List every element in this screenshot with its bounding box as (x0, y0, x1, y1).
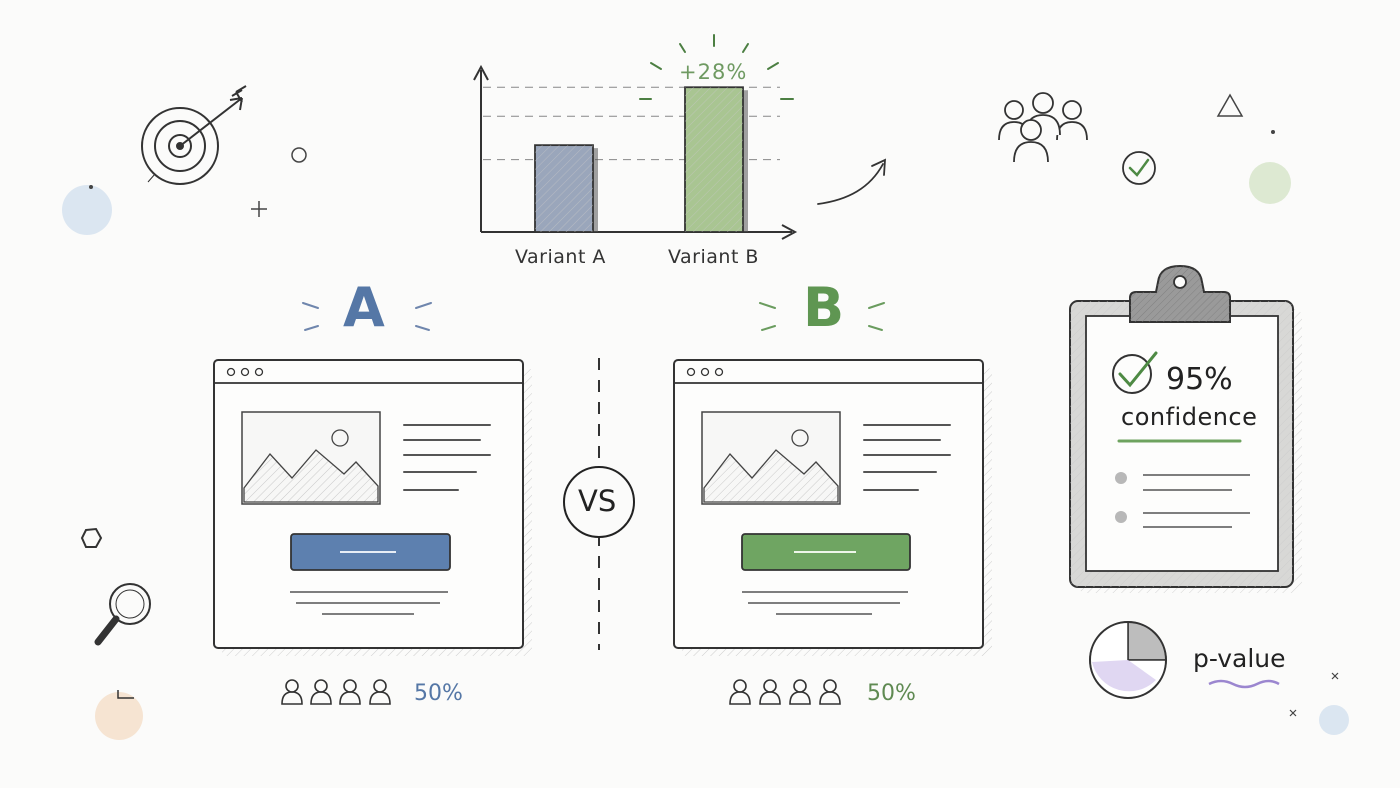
chart-category-label-a: Variant A (515, 246, 606, 268)
vs-label: VS (578, 484, 617, 518)
decor-cross (1289, 672, 1339, 717)
decor-bracket (117, 690, 134, 699)
clipboard-icon (1069, 264, 1302, 593)
target-icon (141, 85, 247, 185)
variant-a-traffic-split: 50% (414, 681, 463, 706)
decor-blob-blue-small (1319, 705, 1349, 735)
magnifier-icon (94, 583, 151, 646)
decor-dot (1271, 130, 1275, 134)
vs-badge (563, 466, 635, 538)
variant-b-emphasis-marks (759, 302, 885, 331)
variant-b-letter: B (803, 276, 845, 339)
decor-blob-peach (95, 692, 143, 740)
decor-blob-green (1249, 162, 1291, 204)
user-icon (819, 679, 841, 705)
decor-dot (89, 185, 93, 189)
image-placeholder-icon (701, 411, 841, 505)
p-value-pie-chart (1089, 621, 1280, 699)
window-controls (226, 367, 264, 377)
footer-lines (290, 591, 448, 615)
pie-slice-highlight (1092, 660, 1156, 692)
uplift-burst (639, 34, 794, 100)
user-icon (759, 679, 781, 705)
triangle-icon (1216, 93, 1244, 117)
chart-category-label-b: Variant B (668, 246, 759, 268)
user-icon (789, 679, 811, 705)
decor-hexagon (80, 527, 103, 548)
user-icon (281, 679, 303, 705)
confidence-value: 95% (1166, 362, 1233, 397)
check-icon (1122, 151, 1156, 185)
variant-b-page-mockup (673, 359, 992, 656)
variant-a-emphasis-marks (302, 302, 432, 331)
decor-blob-blue (62, 185, 112, 235)
variant-b-traffic-split: 50% (867, 681, 916, 706)
confidence-label: confidence (1121, 403, 1258, 431)
clipboard-paper (1085, 315, 1279, 572)
trend-arrow-icon (817, 158, 886, 205)
uplift-label: +28% (679, 60, 748, 84)
p-value-underline (1208, 679, 1280, 689)
uplift-bar-chart (473, 34, 798, 240)
user-icon (339, 679, 361, 705)
plus-icon (251, 201, 267, 217)
window-controls (686, 367, 724, 377)
check-icon (1112, 351, 1158, 394)
user-icon (310, 679, 332, 705)
variant-b-audience-icons (729, 679, 841, 705)
variant-a-page-mockup (213, 359, 532, 656)
chart-gridlines (483, 86, 780, 161)
user-icon (369, 679, 391, 705)
image-placeholder-icon (241, 411, 381, 505)
decor-ring (291, 147, 307, 163)
variant-a-letter: A (343, 276, 385, 339)
footer-lines (742, 591, 908, 615)
text-lines (863, 424, 951, 491)
user-icon (729, 679, 751, 705)
chart-y-arrowhead (473, 64, 489, 81)
chart-bar-hatching (535, 145, 593, 232)
chart-bar-hatching (685, 87, 743, 232)
checklist-lines (1115, 472, 1250, 528)
users-group-icon (998, 92, 1088, 163)
variant-a-audience-icons (281, 679, 391, 705)
chart-x-arrowhead (781, 224, 798, 240)
p-value-label: p-value (1193, 644, 1286, 673)
text-lines (403, 424, 491, 491)
